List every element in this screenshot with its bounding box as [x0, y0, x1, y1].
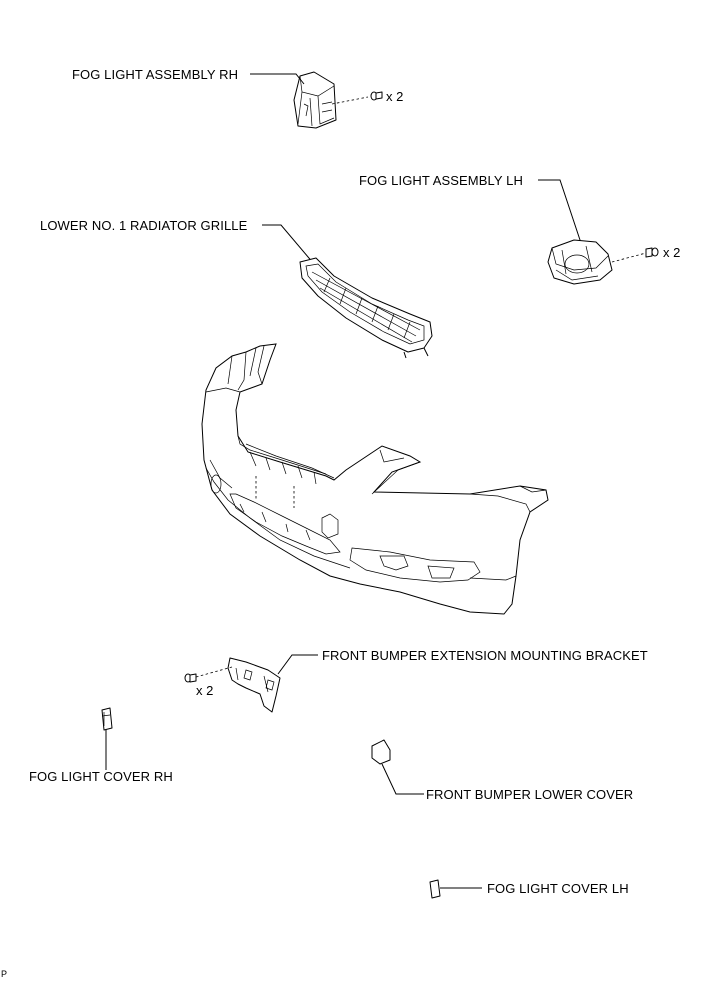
label-fog-light-cover-lh: FOG LIGHT COVER LH: [487, 881, 629, 896]
label-fog-light-assembly-lh: FOG LIGHT ASSEMBLY LH: [359, 173, 523, 188]
label-fog-light-assembly-rh: FOG LIGHT ASSEMBLY RH: [72, 67, 239, 82]
front-bumper-extension-mounting-bracket-part: [227, 657, 281, 713]
bolt-axis-rh: [331, 96, 369, 105]
qty-bracket-bolts: x 2: [196, 683, 214, 698]
qty-rh-bolts: x 2: [386, 89, 404, 104]
leader-fog-light-assembly-rh: [250, 73, 305, 85]
leader-front-bumper-extension-mounting-bracket: [277, 654, 318, 675]
bolt-rh: [370, 91, 383, 101]
bolt-axis-bracket: [195, 666, 233, 678]
bolt-lh: [645, 247, 659, 258]
leader-fog-light-assembly-lh: [538, 179, 583, 247]
label-lower-radiator-grille: LOWER NO. 1 RADIATOR GRILLE: [40, 218, 248, 233]
front-bumper-cover-part: [201, 343, 549, 615]
corner-mark: P: [1, 969, 8, 979]
leader-lower-radiator-grille: [262, 224, 315, 265]
label-fog-light-cover-rh: FOG LIGHT COVER RH: [29, 769, 173, 784]
fog-light-cover-lh-part: [429, 879, 441, 899]
fog-light-assembly-lh-part: [547, 239, 613, 285]
bolt-bracket: [184, 673, 197, 683]
label-front-bumper-extension-mounting-bracket: FRONT BUMPER EXTENSION MOUNTING BRACKET: [322, 648, 648, 663]
qty-lh-bolts: x 2: [663, 245, 681, 260]
fog-light-assembly-rh-part: [293, 71, 337, 129]
fog-light-cover-rh-part: [101, 707, 113, 731]
label-front-bumper-lower-cover: FRONT BUMPER LOWER COVER: [426, 787, 634, 802]
leader-front-bumper-lower-cover: [381, 763, 424, 795]
front-bumper-lower-cover-part: [371, 739, 391, 765]
lower-radiator-grille-part: [299, 257, 433, 359]
bolt-axis-lh: [611, 252, 647, 263]
